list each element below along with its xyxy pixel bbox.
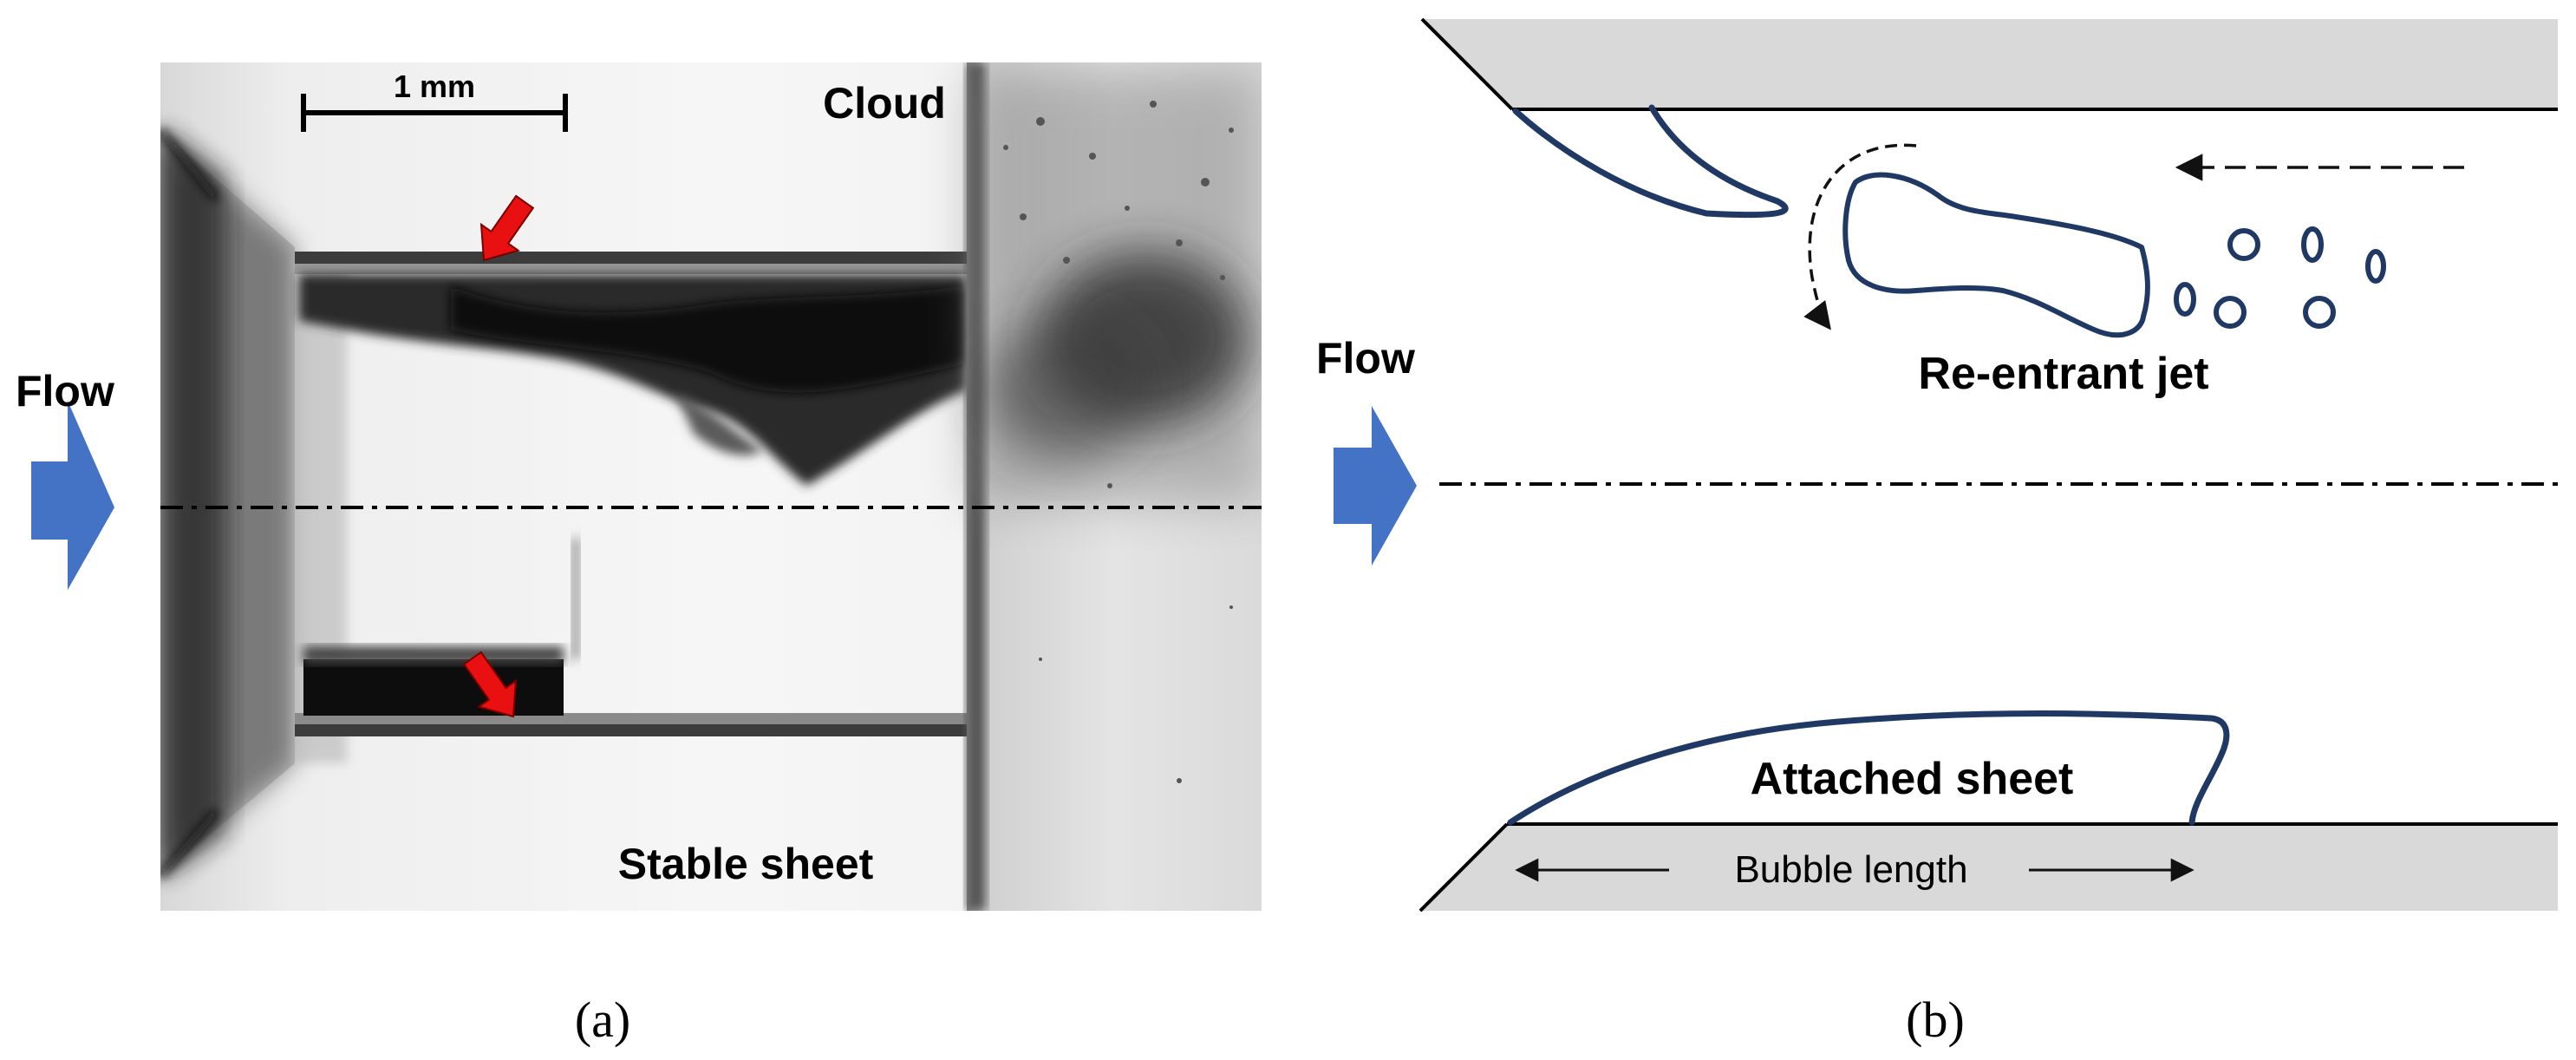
cloud-label: Cloud	[823, 79, 946, 128]
reentrant-flow-arrow-icon	[1803, 143, 1917, 330]
flow-arrow-b-icon	[1334, 406, 1417, 566]
panel-b: Flow Re-entrant jet Attached sheet Bubbl…	[1316, 17, 2558, 1048]
scale-bar-label: 1 mm	[394, 69, 475, 104]
flow-label-a: Flow	[16, 367, 114, 415]
attached-sheet-label: Attached sheet	[1751, 754, 2074, 804]
bubbles	[2174, 226, 2386, 329]
sheet-lip-outline	[1512, 104, 1789, 219]
scale-bar	[301, 94, 568, 132]
marker-arrow-upper-icon	[479, 194, 535, 262]
panel-a: Flow	[16, 62, 1262, 1048]
caption-a: (a)	[575, 991, 630, 1048]
lower-wall	[1420, 824, 2558, 911]
cloud-blob-outline	[1842, 172, 2150, 338]
bubble-length-label: Bubble length	[1734, 848, 1967, 891]
caption-b: (b)	[1906, 991, 1965, 1048]
cavitation-photo	[160, 62, 1262, 911]
marker-arrow-lower-icon	[462, 651, 518, 718]
stable-sheet-label: Stable sheet	[618, 840, 874, 888]
attached-sheet-outline	[1507, 710, 2230, 826]
reentrant-jet-label: Re-entrant jet	[1918, 349, 2208, 399]
upper-wall	[1422, 19, 2558, 109]
flow-arrow-icon	[31, 401, 114, 590]
flow-label-b: Flow	[1316, 334, 1415, 383]
